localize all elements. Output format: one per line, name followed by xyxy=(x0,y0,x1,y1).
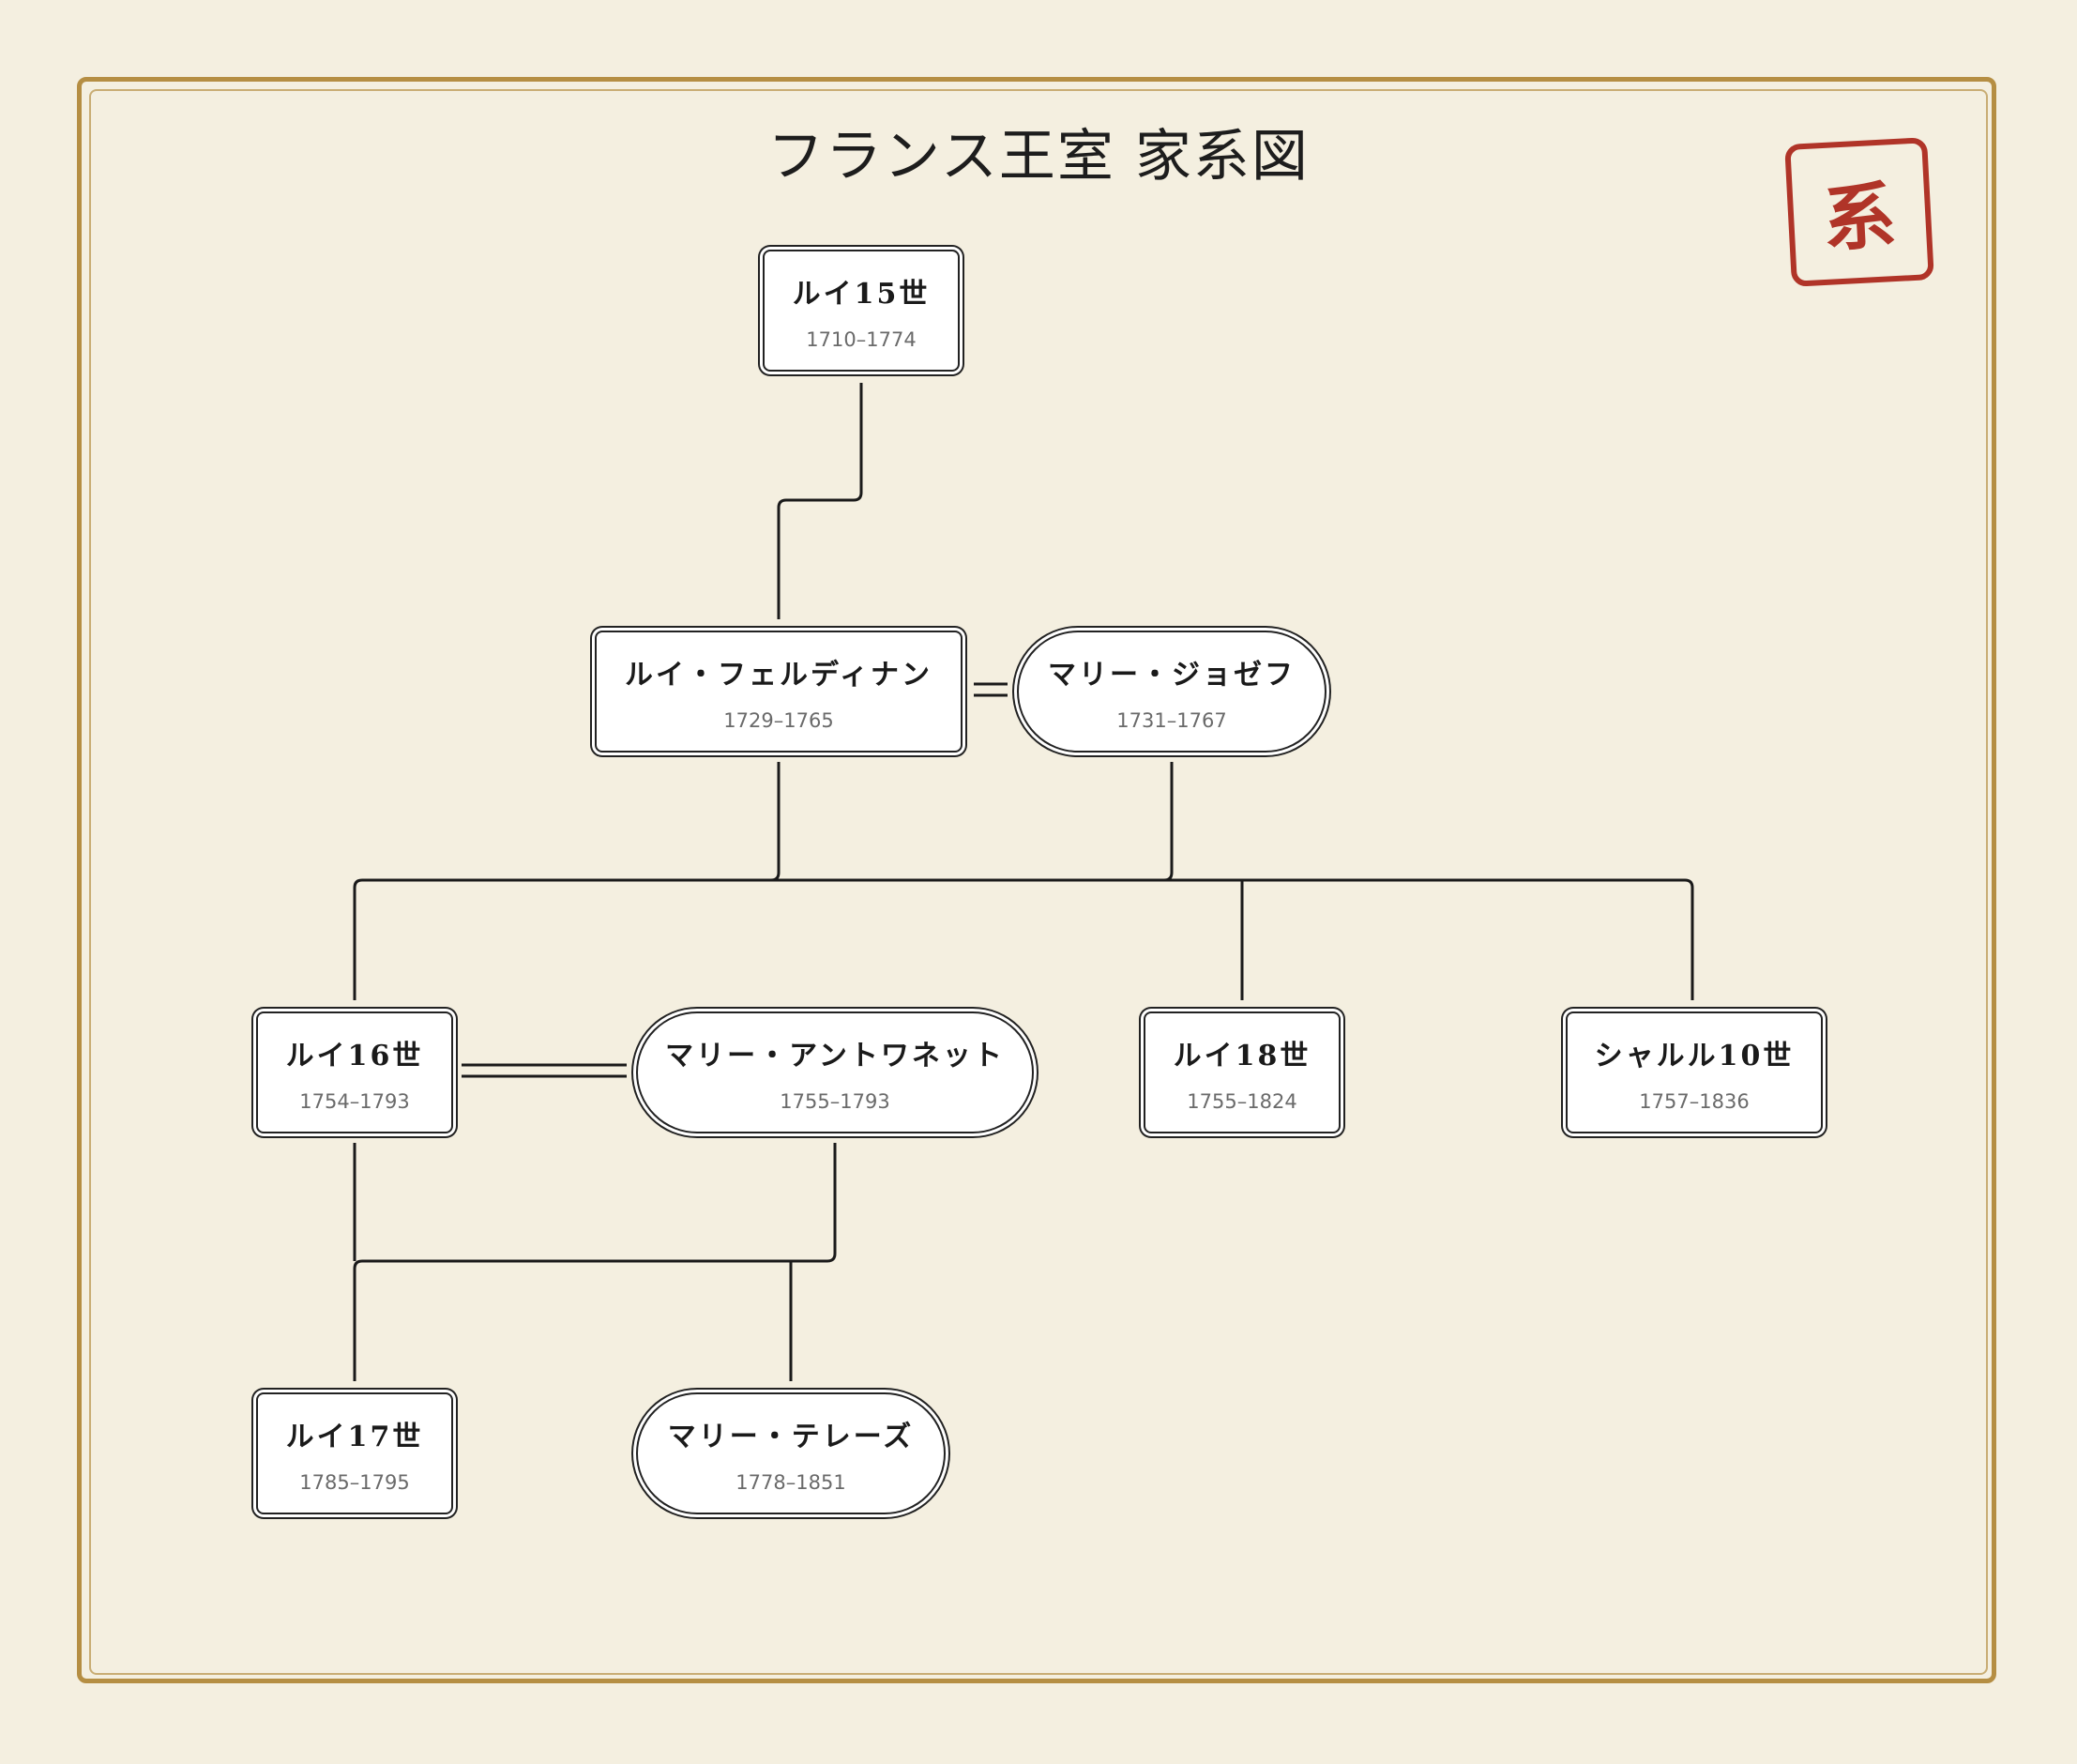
person-name: ルイ・フェルディナン xyxy=(625,659,932,692)
person-charles10[interactable]: シャルル10世 1757–1836 xyxy=(1566,1011,1823,1133)
children-bus-2 xyxy=(353,1259,827,1381)
person-years: 1785–1795 xyxy=(299,1471,410,1494)
person-louis18[interactable]: ルイ18世 1755–1824 xyxy=(1144,1011,1341,1133)
person-marie-antoinette[interactable]: マリー・アントワネット 1755–1793 xyxy=(636,1011,1034,1133)
person-years: 1755–1793 xyxy=(780,1090,890,1113)
person-years: 1710–1774 xyxy=(806,328,917,351)
person-louis-ferdinand[interactable]: ルイ・フェルディナン 1729–1765 xyxy=(595,631,963,753)
page-title: フランス王室 家系図 xyxy=(767,124,1310,190)
person-name: ルイ16世 xyxy=(285,1040,424,1072)
inner-frame xyxy=(89,89,1988,1675)
person-marie-therese[interactable]: マリー・テレーズ 1778–1851 xyxy=(636,1392,946,1514)
person-louis16[interactable]: ルイ16世 1754–1793 xyxy=(256,1011,453,1133)
person-marie-josephe[interactable]: マリー・ジョゼフ 1731–1767 xyxy=(1017,631,1327,753)
person-name: ルイ15世 xyxy=(792,278,931,311)
person-name: ルイ18世 xyxy=(1173,1040,1311,1072)
person-name: ルイ17世 xyxy=(285,1421,424,1453)
person-name: マリー・ジョゼフ xyxy=(1048,659,1296,692)
person-years: 1778–1851 xyxy=(735,1471,846,1494)
person-name: シャルル10世 xyxy=(1594,1040,1795,1072)
person-name: マリー・テレーズ xyxy=(667,1421,915,1453)
link-antoinette-drop xyxy=(826,1143,837,1263)
person-years: 1731–1767 xyxy=(1116,709,1227,732)
person-louis15[interactable]: ルイ15世 1710–1774 xyxy=(763,250,960,372)
person-louis17[interactable]: ルイ17世 1785–1795 xyxy=(256,1392,453,1514)
link-parent-1-drop xyxy=(770,762,781,882)
person-years: 1729–1765 xyxy=(723,709,834,732)
person-years: 1755–1824 xyxy=(1187,1090,1297,1113)
children-bus-1 xyxy=(353,878,1694,1000)
person-name: マリー・アントワネット xyxy=(665,1040,1005,1072)
link-parent-2-drop xyxy=(1163,762,1174,882)
person-years: 1754–1793 xyxy=(299,1090,410,1113)
link-louis15-to-louis-ferdinand xyxy=(777,383,863,619)
person-years: 1757–1836 xyxy=(1639,1090,1750,1113)
outer-frame xyxy=(77,77,1996,1683)
